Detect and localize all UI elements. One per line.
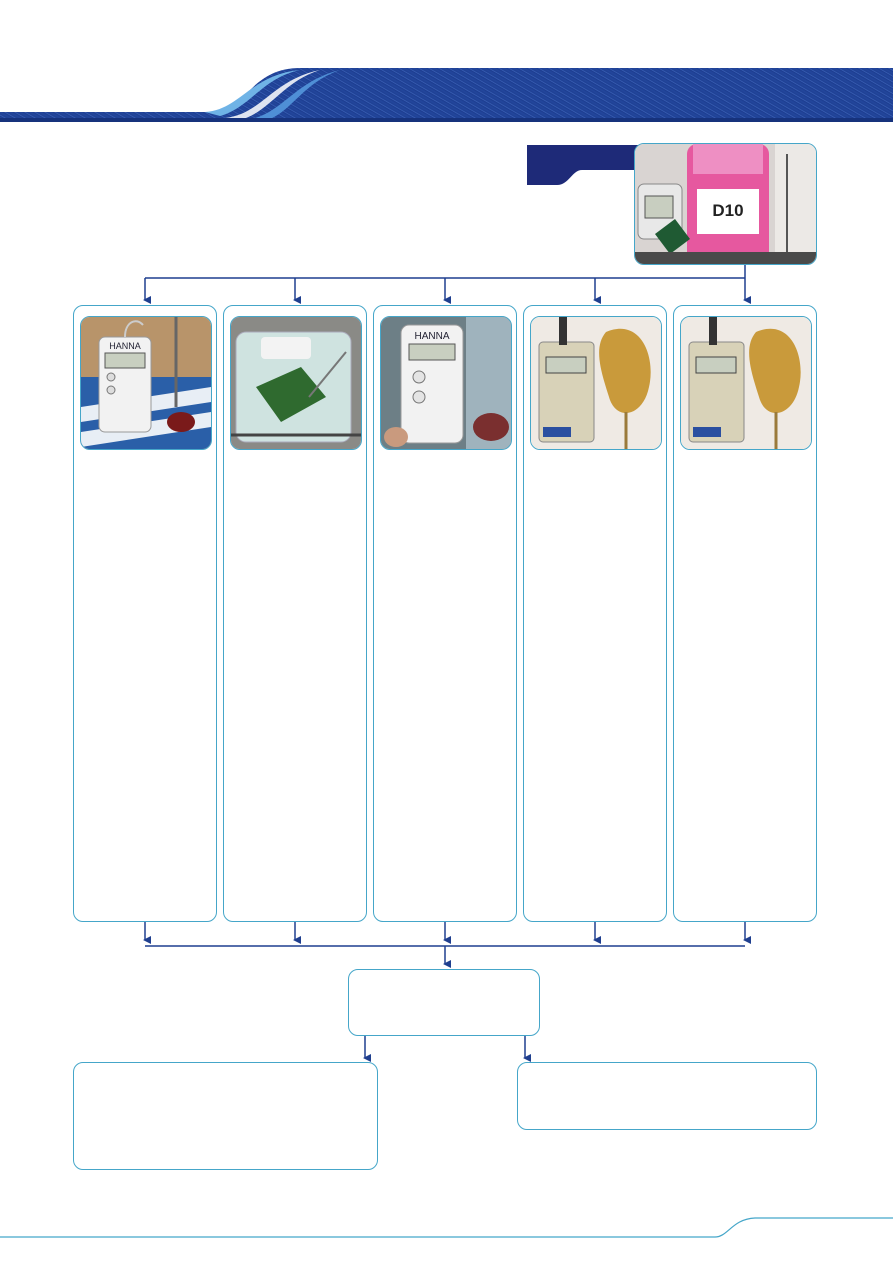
header-banner [0, 68, 893, 122]
merge-result-box [348, 969, 540, 1036]
disinfectant-bottle-with-probe-photo: D10 [634, 143, 817, 265]
probe-thermometer-in-chicken-photo [680, 316, 812, 450]
step-column-3: HANNA [373, 305, 517, 922]
probe-thermometer-in-chicken-photo [530, 316, 662, 450]
probe-in-water-container-photo [230, 316, 362, 450]
step-column-1: HANNA [73, 305, 217, 922]
photo-label-hanna: HANNA [414, 331, 449, 342]
photo-label-d10: D10 [712, 201, 743, 220]
step-column-2 [223, 305, 367, 922]
hanna-infrared-thermometer-photo: HANNA [380, 316, 512, 450]
photo-label-hanna: HANNA [109, 341, 141, 351]
outcome-box-right [517, 1062, 817, 1130]
hanna-probe-thermometer-on-bars-photo: HANNA [80, 316, 212, 450]
step-column-5 [673, 305, 817, 922]
title-tab [527, 145, 642, 185]
step-column-4 [523, 305, 667, 922]
outcome-box-left [73, 1062, 378, 1170]
